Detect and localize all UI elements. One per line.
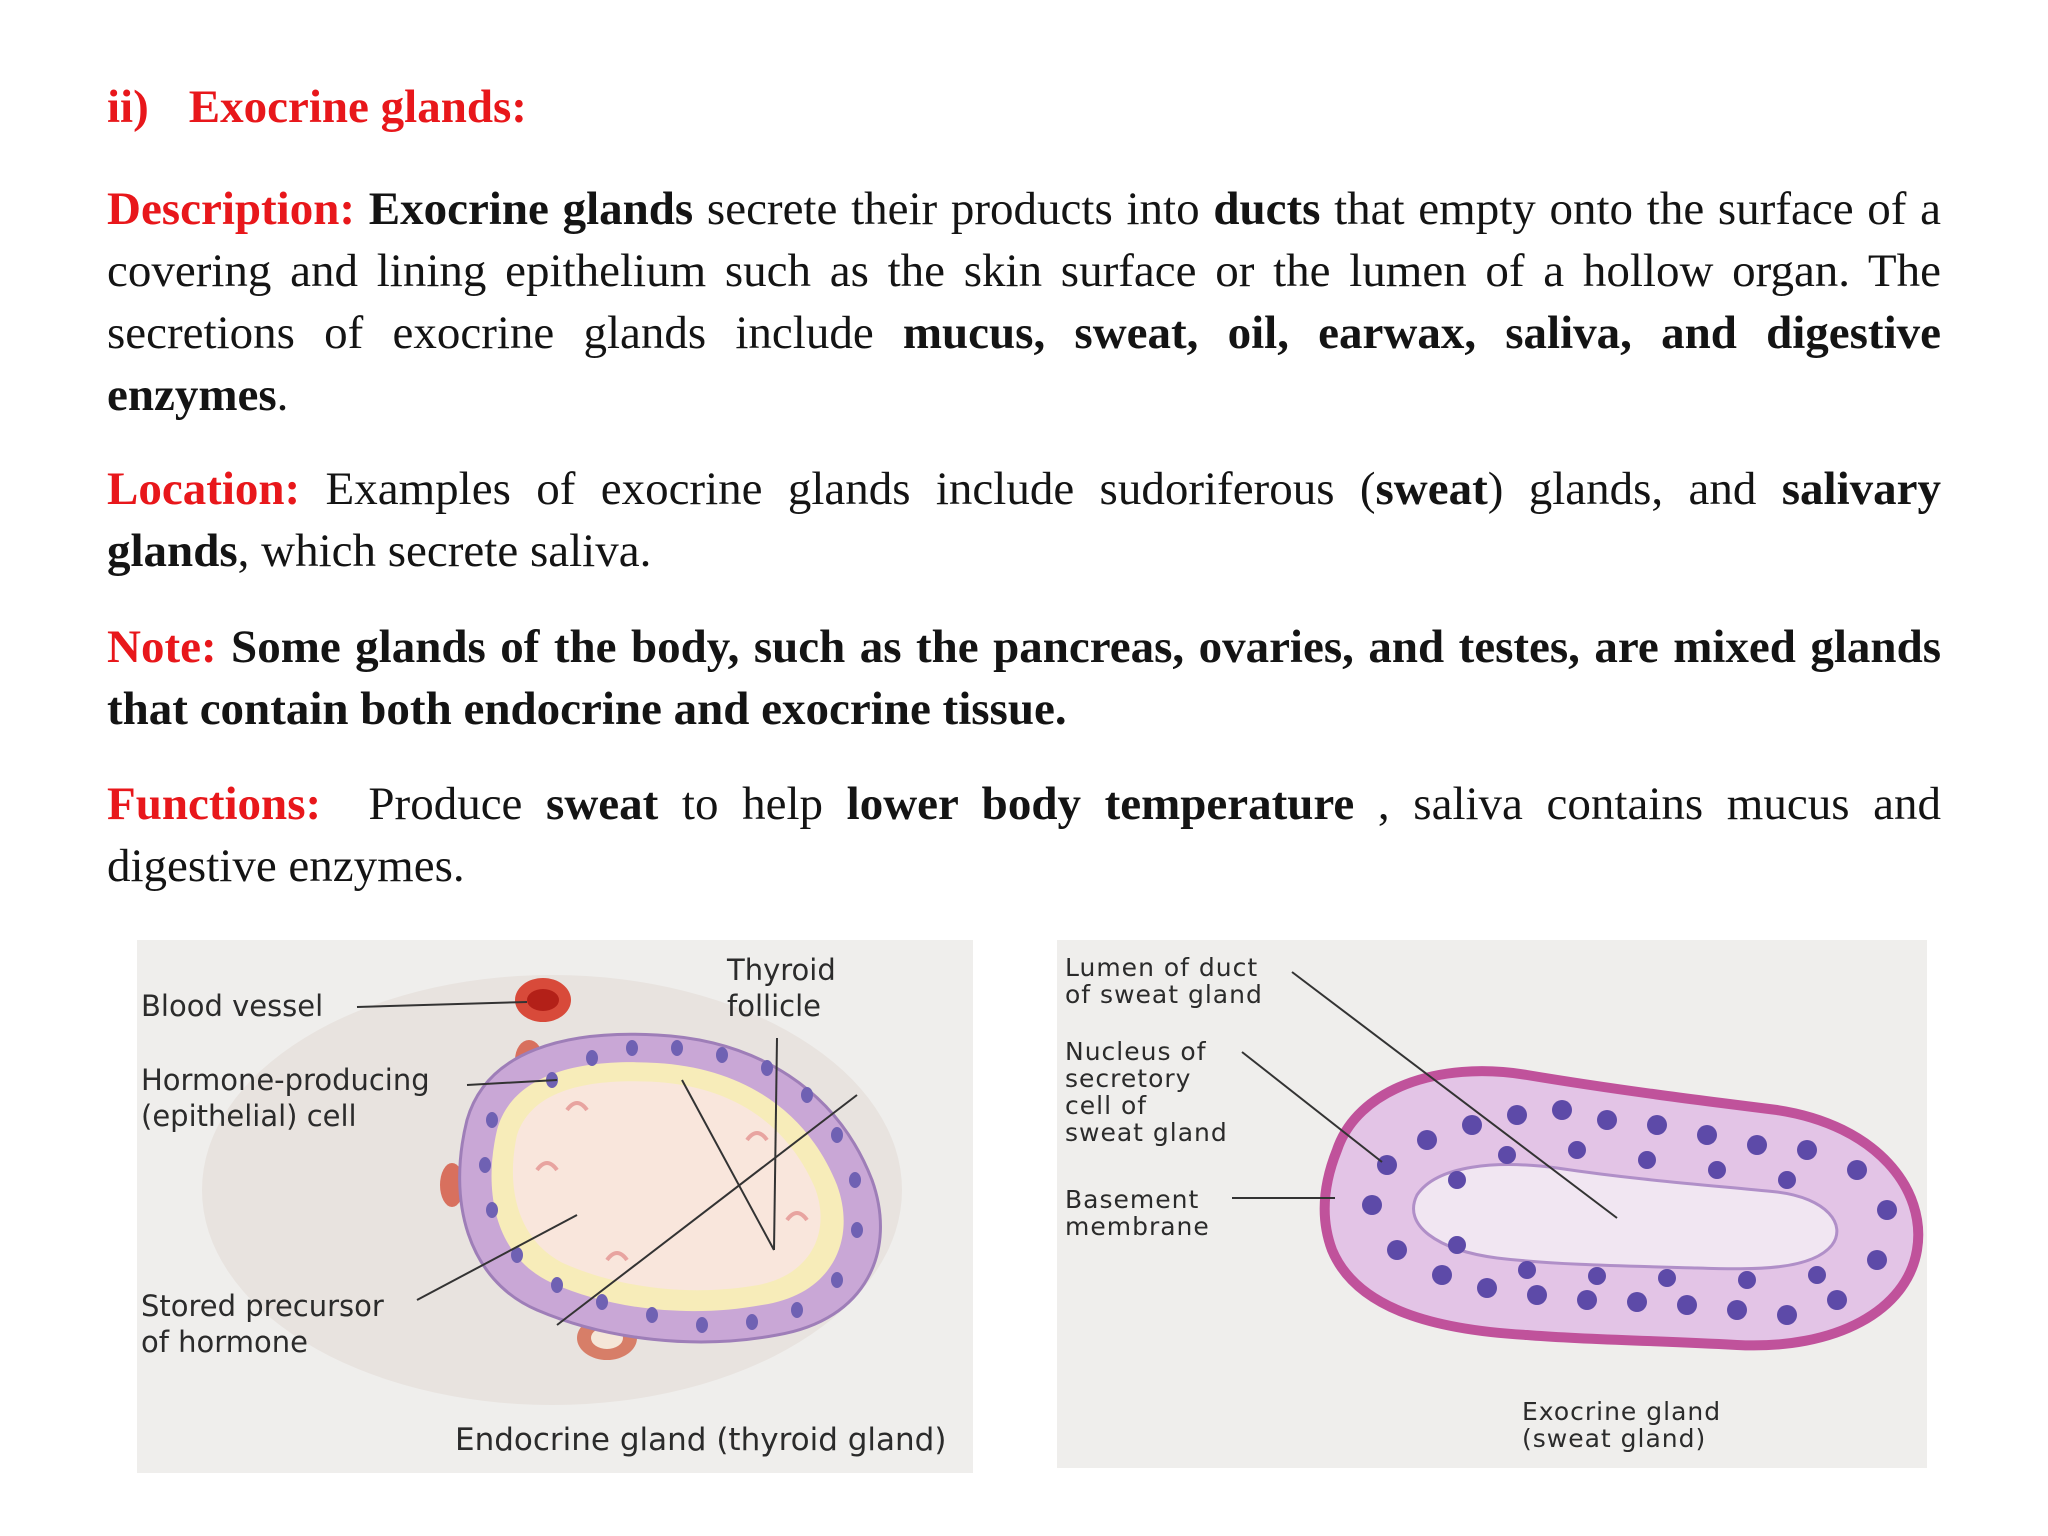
location-sweat: sweat <box>1375 463 1488 515</box>
sweat-gland-figure: Lumen of duct of sweat gland Nucleus of … <box>1057 940 1927 1468</box>
description-end: . <box>276 369 289 421</box>
lumen-label: Lumen of duct of sweat gland <box>1065 953 1263 1009</box>
section-number: ii) <box>107 81 149 133</box>
location-salivary: salivary glands <box>107 463 1941 577</box>
functions-text: Produce <box>321 778 547 830</box>
thyroid-follicle-label: Thyroid follicle <box>727 953 836 1023</box>
location-text-2: ) glands, and <box>1487 463 1782 515</box>
description-text: secrete their products into <box>693 183 1214 235</box>
description-paragraph: Description: Exocrine glands secrete the… <box>107 178 1941 426</box>
nucleus-label: Nucleus of secretory cell of sweat gland <box>1065 1037 1228 1147</box>
basement-membrane-label: Basement membrane <box>1065 1185 1210 1241</box>
location-text-3: , which secrete saliva. <box>237 525 652 577</box>
blood-vessel-label: Blood vessel <box>141 989 324 1023</box>
functions-text-2: to help <box>658 778 847 830</box>
functions-label: Functions: <box>107 778 322 830</box>
section-heading: ii) Exocrine glands: <box>107 80 527 134</box>
hormone-cell-label: Hormone-producing (epithelial) cell <box>141 1063 430 1133</box>
location-label: Location: <box>107 463 301 515</box>
description-secretions: mucus, sweat, oil, earwax, saliva, and d… <box>107 307 1942 421</box>
exocrine-caption: Exocrine gland (sweat gland) <box>1522 1397 1722 1453</box>
note-text: Some glands of the body, such as the pan… <box>107 621 1941 735</box>
description-ducts: ducts <box>1213 183 1321 235</box>
description-label: Description: <box>107 183 356 235</box>
note-label: Note: <box>107 621 217 673</box>
section-title: Exocrine glands: <box>188 81 527 133</box>
location-paragraph: Location: Examples of exocrine glands in… <box>107 458 1941 582</box>
functions-paragraph: Functions: Produce sweat to help lower b… <box>107 773 1941 897</box>
functions-temperature: lower body temperature <box>846 778 1355 830</box>
thyroid-figure: Blood vessel Thyroid follicle Hormone-pr… <box>137 940 973 1473</box>
note-paragraph: Note: Some glands of the body, such as t… <box>107 616 1941 740</box>
functions-sweat: sweat <box>546 778 659 830</box>
endocrine-caption: Endocrine gland (thyroid gland) <box>455 1422 947 1458</box>
description-text-2: that empty onto the surface of a coverin… <box>107 183 1941 359</box>
description-term: Exocrine glands <box>368 183 694 235</box>
functions-text-3: , saliva contains mucus and digestive en… <box>107 778 1942 892</box>
stored-precursor-label: Stored precursor of hormone <box>141 1289 384 1359</box>
sweat-gland-illustration <box>1232 971 1924 1351</box>
location-text: Examples of exocrine glands include sudo… <box>300 463 1376 515</box>
thyroid-follicle-illustration <box>202 975 902 1405</box>
